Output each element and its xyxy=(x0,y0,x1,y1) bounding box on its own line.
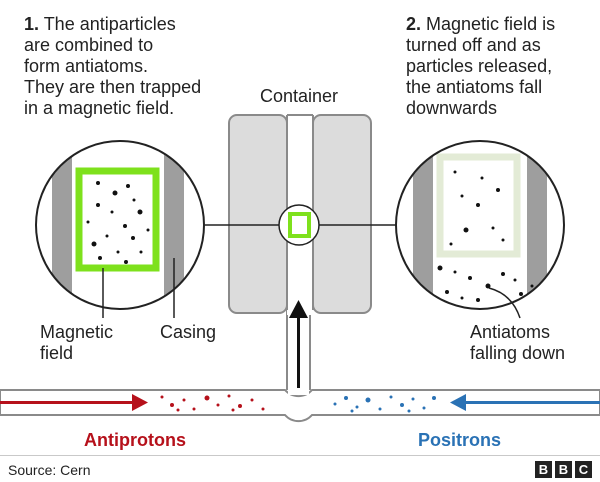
up-arrow-head xyxy=(289,300,308,318)
central-magnetic-field xyxy=(288,212,311,238)
step-2-text: Magnetic field is turned off and as part… xyxy=(406,14,556,118)
step-1-number: 1. xyxy=(24,14,40,34)
casing-label: Casing xyxy=(160,322,217,342)
bbc-logo: B B C xyxy=(535,461,592,478)
left-zoom-view xyxy=(36,141,204,309)
antiprotons-label: Antiprotons xyxy=(84,430,186,450)
container-left-half xyxy=(228,114,288,314)
bbc-logo-letter: B xyxy=(535,461,552,478)
positrons-arrow-head xyxy=(450,394,466,411)
step-2-description: 2. Magnetic field is turned off and as p… xyxy=(406,14,596,119)
antiatoms-falling-label: Antiatoms falling down xyxy=(470,322,566,363)
casing-right-wall xyxy=(164,141,184,309)
container-label: Container xyxy=(260,86,339,106)
bbc-logo-letter: B xyxy=(555,461,572,478)
central-trap-circle xyxy=(278,204,320,246)
trapped-antiatoms xyxy=(86,181,150,264)
antiprotons-arrow-head xyxy=(132,394,148,411)
casing-left-wall xyxy=(52,141,72,309)
right-zoom-view xyxy=(396,141,564,309)
footer-divider xyxy=(0,455,600,456)
falling-antiatoms xyxy=(437,170,534,302)
antiproton-particles xyxy=(160,394,265,412)
falling-pointer xyxy=(488,287,521,319)
magnetic-field-trap xyxy=(75,167,160,272)
step-1-description: 1. The antiparticles are combined to for… xyxy=(24,14,264,119)
casing-right-wall-right-view xyxy=(527,141,547,309)
container-right-half xyxy=(312,114,372,314)
source-label: Source: Cern xyxy=(8,462,91,478)
positron-particles xyxy=(333,395,436,413)
magnetic-field-label: Magnetic field xyxy=(40,322,114,363)
bbc-logo-letter: C xyxy=(575,461,592,478)
step-2-number: 2. xyxy=(406,14,422,34)
positrons-label: Positrons xyxy=(418,430,502,450)
step-1-text: The antiparticles are combined to form a… xyxy=(24,14,202,118)
casing-left-wall-right-view xyxy=(413,141,433,309)
